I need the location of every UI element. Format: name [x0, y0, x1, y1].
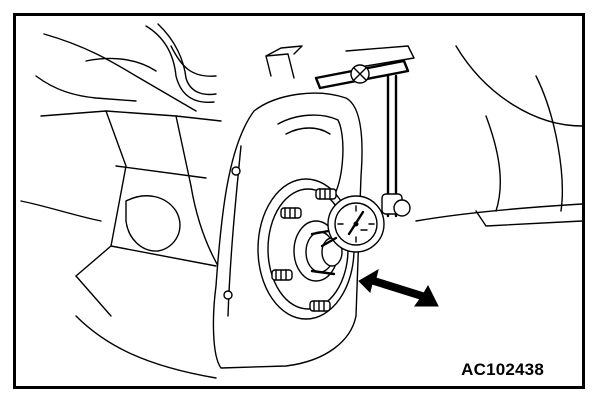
- dial-indicator: [314, 59, 411, 253]
- suspension-background: [20, 23, 582, 379]
- figure-code-label: AC102438: [461, 360, 544, 379]
- hub-stud: [309, 300, 331, 312]
- figure-frame: AC102438: [13, 13, 585, 389]
- double-headed-arrow-icon: [358, 268, 439, 307]
- hub-stud: [271, 269, 293, 281]
- wheel-hub: [257, 178, 355, 320]
- technical-illustration: [20, 23, 582, 379]
- hub-stud: [280, 207, 302, 219]
- hub-stud: [315, 188, 337, 200]
